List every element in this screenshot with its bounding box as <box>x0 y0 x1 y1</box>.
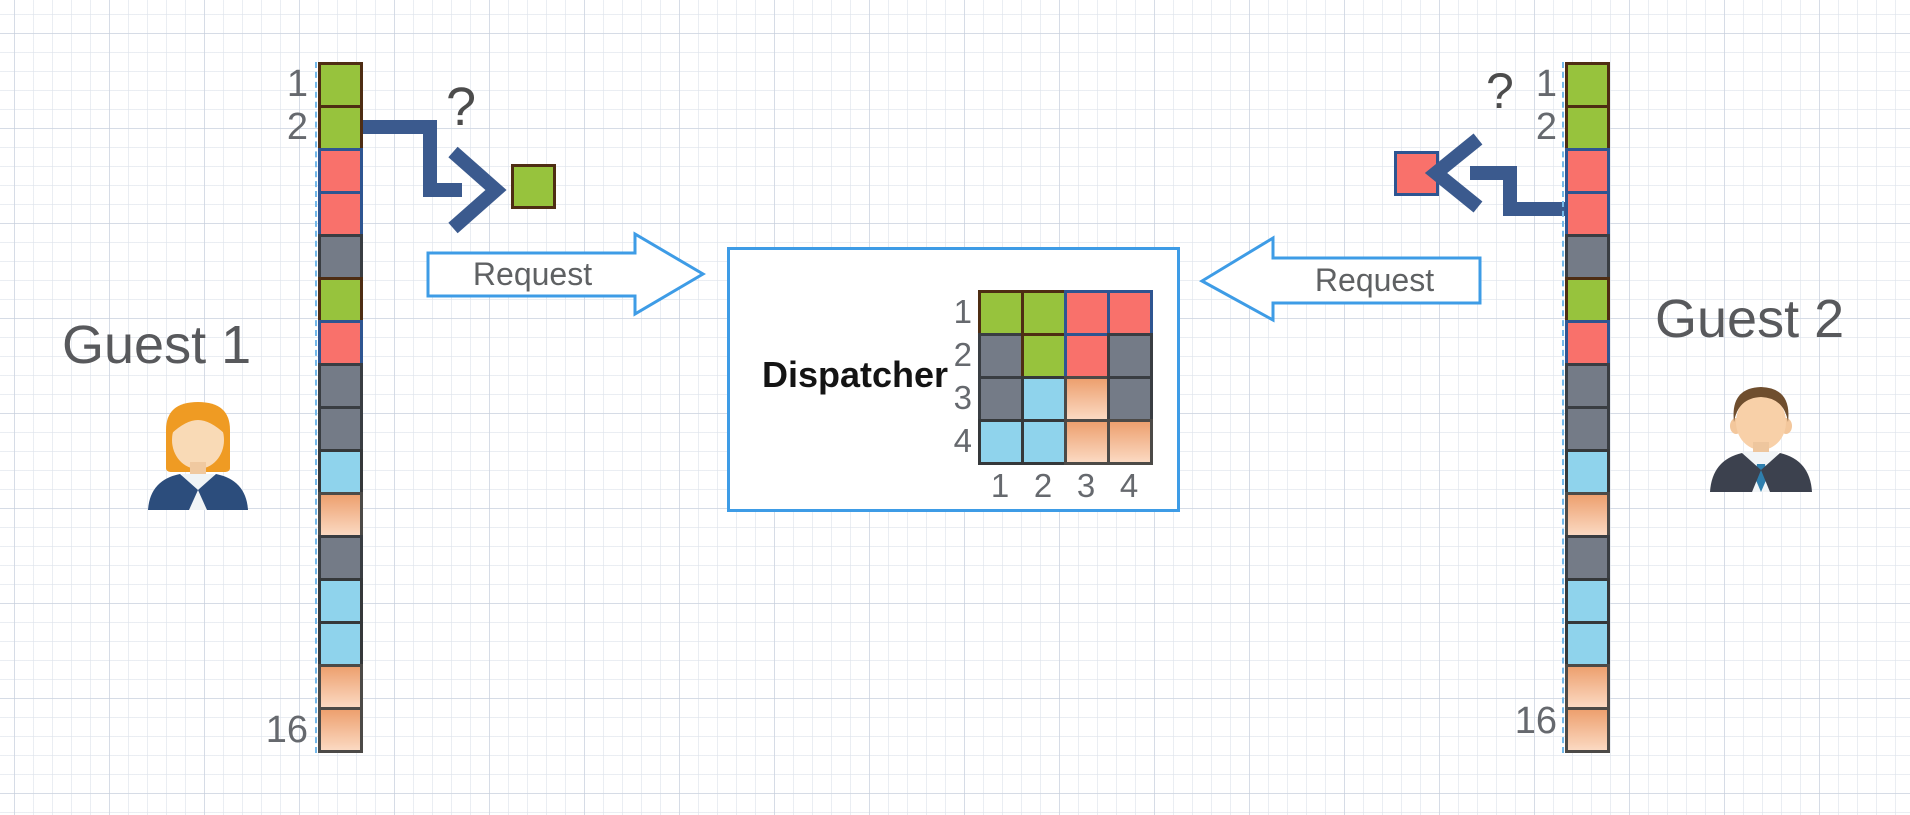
cell-red <box>318 148 363 194</box>
guest1-memory-strip <box>315 62 363 753</box>
cell-gray <box>1565 406 1610 452</box>
guest1-strip-label-16: 16 <box>265 709 308 751</box>
cell-peach <box>1064 419 1110 465</box>
cell-gray <box>1565 363 1610 409</box>
dispatcher-label: Dispatcher <box>761 354 949 395</box>
woman-jacket-right-icon <box>198 474 248 510</box>
request-right-arrow-icon <box>1198 235 1482 323</box>
guest1-strip-label-2: 2 <box>286 106 308 148</box>
guest2-strip-label-2: 2 <box>1535 106 1557 148</box>
cell-green <box>318 277 363 323</box>
cell-green <box>1565 62 1610 108</box>
guest2-request-arrow-icon <box>1424 133 1567 216</box>
cell-peach <box>1064 376 1110 422</box>
cell-gray <box>318 234 363 280</box>
cell-lightblue <box>318 621 363 667</box>
cell-green <box>1021 290 1067 336</box>
woman-neck-icon <box>190 462 206 476</box>
cell-red <box>1064 290 1110 336</box>
cell-red <box>1107 290 1153 336</box>
guest2-strip-label-1: 1 <box>1535 63 1557 105</box>
woman-face-icon <box>172 411 224 469</box>
cell-gray <box>318 406 363 452</box>
cell-peach <box>1565 492 1610 538</box>
dispatcher-col-label-2: 2 <box>1033 467 1053 504</box>
cell-gray <box>1565 234 1610 280</box>
guest2-question-mark: ? <box>1486 63 1514 119</box>
cell-lightblue <box>978 419 1024 465</box>
cell-gray <box>978 333 1024 379</box>
dispatcher-row-label-1: 1 <box>953 293 972 330</box>
cell-red <box>1064 333 1110 379</box>
cell-gray <box>318 535 363 581</box>
dispatcher-col-label-1: 1 <box>990 467 1010 504</box>
cell-gray <box>1565 535 1610 581</box>
cell-gray <box>318 363 363 409</box>
cell-lightblue <box>1565 578 1610 624</box>
cell-red <box>1565 320 1610 366</box>
man-hair-icon <box>1733 387 1789 422</box>
cell-green <box>1021 333 1067 379</box>
cell-gray <box>1107 333 1153 379</box>
dispatcher-row-label-4: 4 <box>953 422 972 459</box>
request-right-label: Request <box>1314 261 1435 298</box>
guest1-avatar <box>148 402 248 510</box>
cell-lightblue <box>318 578 363 624</box>
cell-lightblue <box>1021 376 1067 422</box>
cell-peach <box>1107 419 1153 465</box>
guest2-strip-label-16: 16 <box>1514 700 1557 742</box>
dispatcher-col-label-3: 3 <box>1076 467 1096 504</box>
request-left-label: Request <box>472 255 593 292</box>
cell-peach <box>318 664 363 710</box>
dispatcher-col-label-4: 4 <box>1119 467 1139 504</box>
cell-green <box>318 105 363 151</box>
woman-bangs-icon <box>171 408 225 434</box>
guest2-title: Guest 2 <box>1655 289 1845 349</box>
guest1-strip-label-1: 1 <box>286 63 308 105</box>
man-suit-left-icon <box>1710 453 1761 492</box>
man-suit-right-icon <box>1761 453 1812 492</box>
request-left-arrow-icon <box>426 231 706 317</box>
dispatcher-row-label-2: 2 <box>953 336 972 373</box>
cell-peach <box>318 492 363 538</box>
cell-lightblue <box>1565 449 1610 495</box>
cell-lightblue <box>318 449 363 495</box>
man-neck-icon <box>1753 442 1769 455</box>
cell-peach <box>1565 707 1610 753</box>
cell-red <box>318 320 363 366</box>
dispatcher-row-label-3: 3 <box>953 379 972 416</box>
cell-green <box>1565 105 1610 151</box>
guest1-question-mark: ? <box>446 77 477 137</box>
cell-lightblue <box>1021 419 1067 465</box>
cell-lightblue <box>1565 621 1610 667</box>
guest2-avatar <box>1710 387 1812 492</box>
guest1-title: Guest 1 <box>62 315 252 375</box>
cell-peach <box>1565 664 1610 710</box>
cell-green <box>318 62 363 108</box>
cell-red <box>1565 148 1610 194</box>
cell-gray <box>978 376 1024 422</box>
dispatcher-frame-table <box>978 290 1153 465</box>
cell-green <box>978 290 1024 336</box>
cell-peach <box>318 707 363 753</box>
cell-red <box>318 191 363 237</box>
guest1-requested-page <box>511 164 556 209</box>
man-face-icon <box>1736 394 1786 450</box>
cell-green <box>1565 277 1610 323</box>
cell-gray <box>1107 376 1153 422</box>
cell-red <box>1565 191 1610 237</box>
woman-jacket-left-icon <box>148 474 198 510</box>
guest2-memory-strip <box>1562 62 1610 753</box>
guest1-request-arrow-icon <box>363 120 507 234</box>
